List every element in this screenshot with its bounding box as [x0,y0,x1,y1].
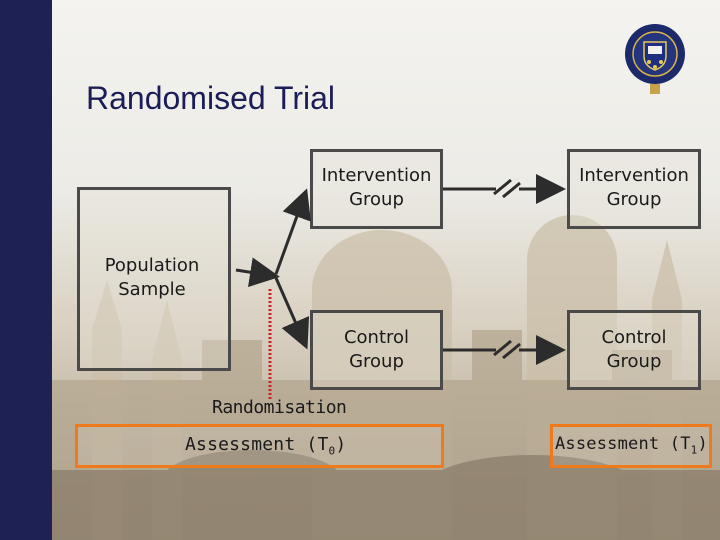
assessment-t1-label: Assessment (T1) [555,434,708,456]
intervention-group-label-left: Intervention Group [321,165,432,210]
control-group-box-right [567,310,701,390]
intervention-group-box-right [567,149,701,229]
slide-title: Randomised Trial [86,80,335,116]
population-sample-label: Population Sample [104,255,200,300]
sidebar-band [0,0,52,540]
assessment-t1-subscript: 1 [690,443,698,457]
assessment-t0-text: Assessment (T [185,434,329,455]
assessment-t1-close: ) [697,434,708,454]
intervention-group-box-left [310,149,443,229]
assessment-t0-box [75,424,444,468]
assessment-t0-close: ) [335,434,347,455]
intervention-group-label-right: Intervention Group [579,165,689,210]
arrow-to-intervention [274,188,311,275]
control-group-box-left [310,310,443,390]
assessment-t1-text: Assessment (T [555,434,691,454]
timeline-arrow-intervention [443,174,566,204]
arrow-to-control [274,277,310,350]
assessment-t0-label: Assessment (T0) [185,434,346,458]
population-sample-box [77,187,231,371]
control-group-label-right: Control Group [601,327,667,372]
control-group-label-left: Control Group [343,327,410,372]
assessment-t0-subscript: 0 [328,444,336,458]
assessment-t1-box [550,424,712,468]
background-skyline [52,0,720,540]
timeline-arrow-control [443,335,566,365]
arrow-to-population [235,257,280,288]
university-crest-icon [625,24,685,94]
randomisation-label: Randomisation [212,397,347,418]
